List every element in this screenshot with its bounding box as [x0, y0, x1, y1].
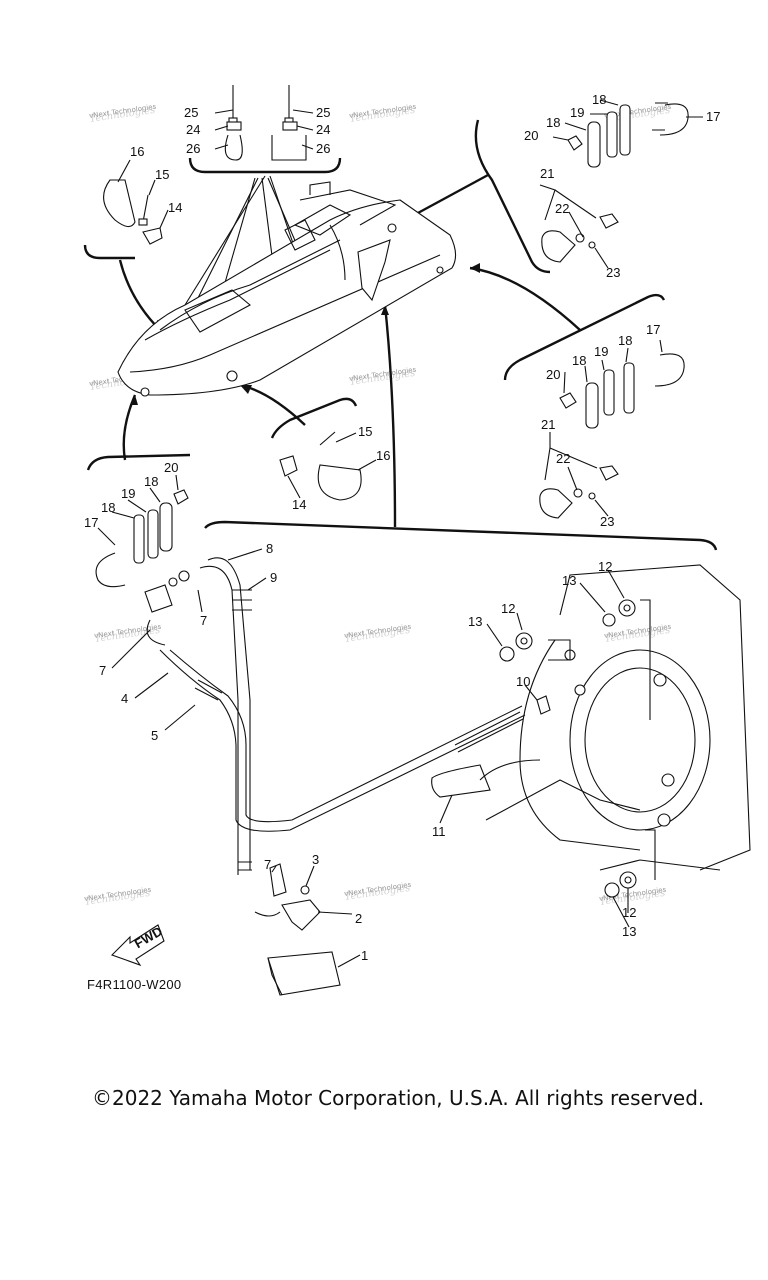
callout-17: 17	[646, 322, 660, 337]
callout-2: 2	[355, 911, 362, 926]
diagram-code: F4R1100-W200	[87, 977, 182, 992]
part-14-clip	[142, 227, 163, 245]
callout-25: 25	[316, 105, 330, 120]
callout-25: 25	[184, 105, 198, 120]
callout-19: 19	[121, 486, 135, 501]
callout-23: 23	[600, 514, 614, 529]
callout-14: 14	[168, 200, 182, 215]
callout-18: 18	[101, 500, 115, 515]
watercraft-hull	[117, 181, 457, 397]
bracket-top-center	[188, 157, 342, 174]
callout-12: 12	[622, 905, 636, 920]
callout-10: 10	[516, 674, 530, 689]
callout-13: 13	[562, 573, 576, 588]
hose-assembly	[144, 557, 551, 996]
engine-mount	[479, 564, 751, 880]
callout-23: 23	[606, 265, 620, 280]
callout-9: 9	[270, 570, 277, 585]
callout-26: 26	[316, 141, 330, 156]
part-24-left-mount	[226, 121, 242, 131]
mid-left-harness	[95, 489, 189, 588]
copyright-notice: ©2022 Yamaha Motor Corporation, U.S.A. A…	[92, 1086, 705, 1110]
bracket-top-right	[474, 119, 551, 274]
part-24-right-mount	[282, 121, 298, 131]
watermark: Technologies vNext Technologies	[349, 366, 417, 388]
part-26-right-band	[271, 135, 307, 161]
part-25-left-tie	[228, 85, 238, 127]
callout-4: 4	[121, 691, 128, 706]
watermark: Technologies vNext Technologies	[349, 103, 417, 125]
bracket-main	[204, 520, 718, 551]
callout-26: 26	[186, 141, 200, 156]
callout-16: 16	[130, 144, 144, 159]
callout-1: 1	[361, 948, 368, 963]
part-16-band	[103, 179, 136, 228]
top-right-harness	[541, 102, 689, 263]
callout-18: 18	[572, 353, 586, 368]
callout-20: 20	[164, 460, 178, 475]
callout-20: 20	[546, 367, 560, 382]
part-26-left-band	[224, 134, 243, 161]
watermark: Technologies vNext Technologies	[344, 881, 412, 903]
callout-14: 14	[292, 497, 306, 512]
callout-7: 7	[99, 663, 106, 678]
bracket-top-left	[83, 244, 135, 260]
callout-numbers: 25 24 26 25 24 26 16 15 14 18 17 19 18 2…	[84, 92, 720, 963]
callout-24: 24	[316, 122, 330, 137]
watermark: Technologies vNext Technologies	[89, 103, 157, 125]
fasteners	[168, 570, 637, 898]
callout-18: 18	[546, 115, 560, 130]
mid-center-parts	[279, 431, 362, 501]
part-25-right-tie	[284, 85, 294, 127]
callout-21: 21	[541, 417, 555, 432]
watermark: Technologies vNext Technologies	[344, 623, 412, 645]
callout-18: 18	[592, 92, 606, 107]
bracket-mid-center	[270, 397, 358, 439]
callout-22: 22	[556, 451, 570, 466]
callout-16: 16	[376, 448, 390, 463]
callout-15: 15	[358, 424, 372, 439]
callout-17: 17	[84, 515, 98, 530]
callout-12: 12	[501, 601, 515, 616]
callout-3: 3	[312, 852, 319, 867]
bracket-mid-left	[86, 453, 191, 471]
callout-24: 24	[186, 122, 200, 137]
callout-leaders	[97, 99, 703, 968]
callout-19: 19	[594, 344, 608, 359]
bracket-mid-right	[503, 293, 666, 381]
callout-15: 15	[155, 167, 169, 182]
callout-13: 13	[622, 924, 636, 939]
callout-17: 17	[706, 109, 720, 124]
callout-18: 18	[618, 333, 632, 348]
callout-22: 22	[555, 201, 569, 216]
callout-11: 11	[432, 824, 446, 839]
fwd-arrow-icon: FWD	[110, 923, 165, 967]
watermark: Technologies vNext Technologies	[604, 623, 672, 645]
callout-8: 8	[266, 541, 273, 556]
part-15-tie	[138, 194, 149, 226]
callout-12: 12	[598, 559, 612, 574]
callout-5: 5	[151, 728, 158, 743]
callout-13: 13	[468, 614, 482, 629]
mid-right-harness	[539, 353, 685, 519]
callout-20: 20	[524, 128, 538, 143]
callout-18: 18	[144, 474, 158, 489]
callout-7: 7	[264, 857, 271, 872]
watermark: Technologies vNext Technologies	[84, 886, 152, 908]
callout-21: 21	[540, 166, 554, 181]
callout-7: 7	[200, 613, 207, 628]
callout-19: 19	[570, 105, 584, 120]
watermark: Technologies vNext Technologies	[94, 623, 162, 645]
